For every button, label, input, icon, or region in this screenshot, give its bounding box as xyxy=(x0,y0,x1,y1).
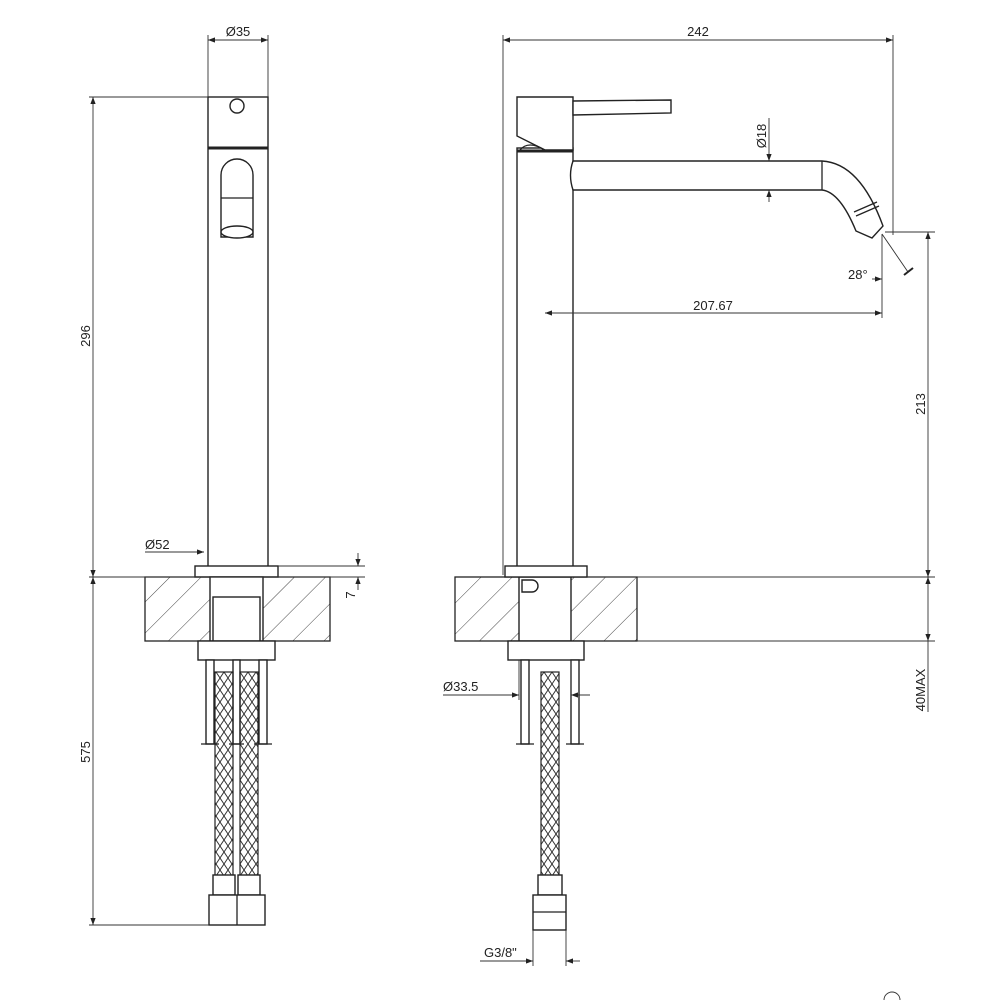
base-flange xyxy=(504,565,588,578)
dim-base-diameter: Ø52 xyxy=(145,537,170,552)
dim-total-height: 296 xyxy=(78,325,93,347)
dim-max-counter-thickness: 40MAX xyxy=(913,668,928,711)
mounting-nut xyxy=(197,640,276,661)
dim-spout-reach: 207.67 xyxy=(693,298,733,313)
lever-handle xyxy=(572,99,672,116)
supply-hose xyxy=(540,671,560,895)
aerator-button xyxy=(229,98,245,114)
dim-outlet-height: 213 xyxy=(913,393,928,415)
dim-hose-length: 575 xyxy=(78,741,93,763)
corner-mark xyxy=(883,991,901,1000)
front-view: Ø35 296 Ø52 7 575 xyxy=(78,24,365,926)
mounting-nut xyxy=(507,640,585,661)
side-view: 242 Ø18 28° 207.67 213 40MAX Ø33.5 G3/8" xyxy=(443,24,935,966)
dim-overall-width: 242 xyxy=(687,24,709,39)
spout xyxy=(569,160,884,239)
supply-hose xyxy=(239,671,259,895)
dim-top-diameter: Ø35 xyxy=(226,24,251,39)
supply-hose xyxy=(214,671,234,895)
dim-outlet-angle: 28° xyxy=(848,267,868,282)
dim-spout-diameter: Ø18 xyxy=(754,124,769,149)
base-flange xyxy=(194,565,279,578)
handle-block xyxy=(516,96,574,151)
dim-base-thickness: 7 xyxy=(343,591,358,598)
faucet-body xyxy=(516,147,574,568)
dim-shank-diameter: Ø33.5 xyxy=(443,679,478,694)
dim-connection-thread: G3/8" xyxy=(484,945,517,960)
